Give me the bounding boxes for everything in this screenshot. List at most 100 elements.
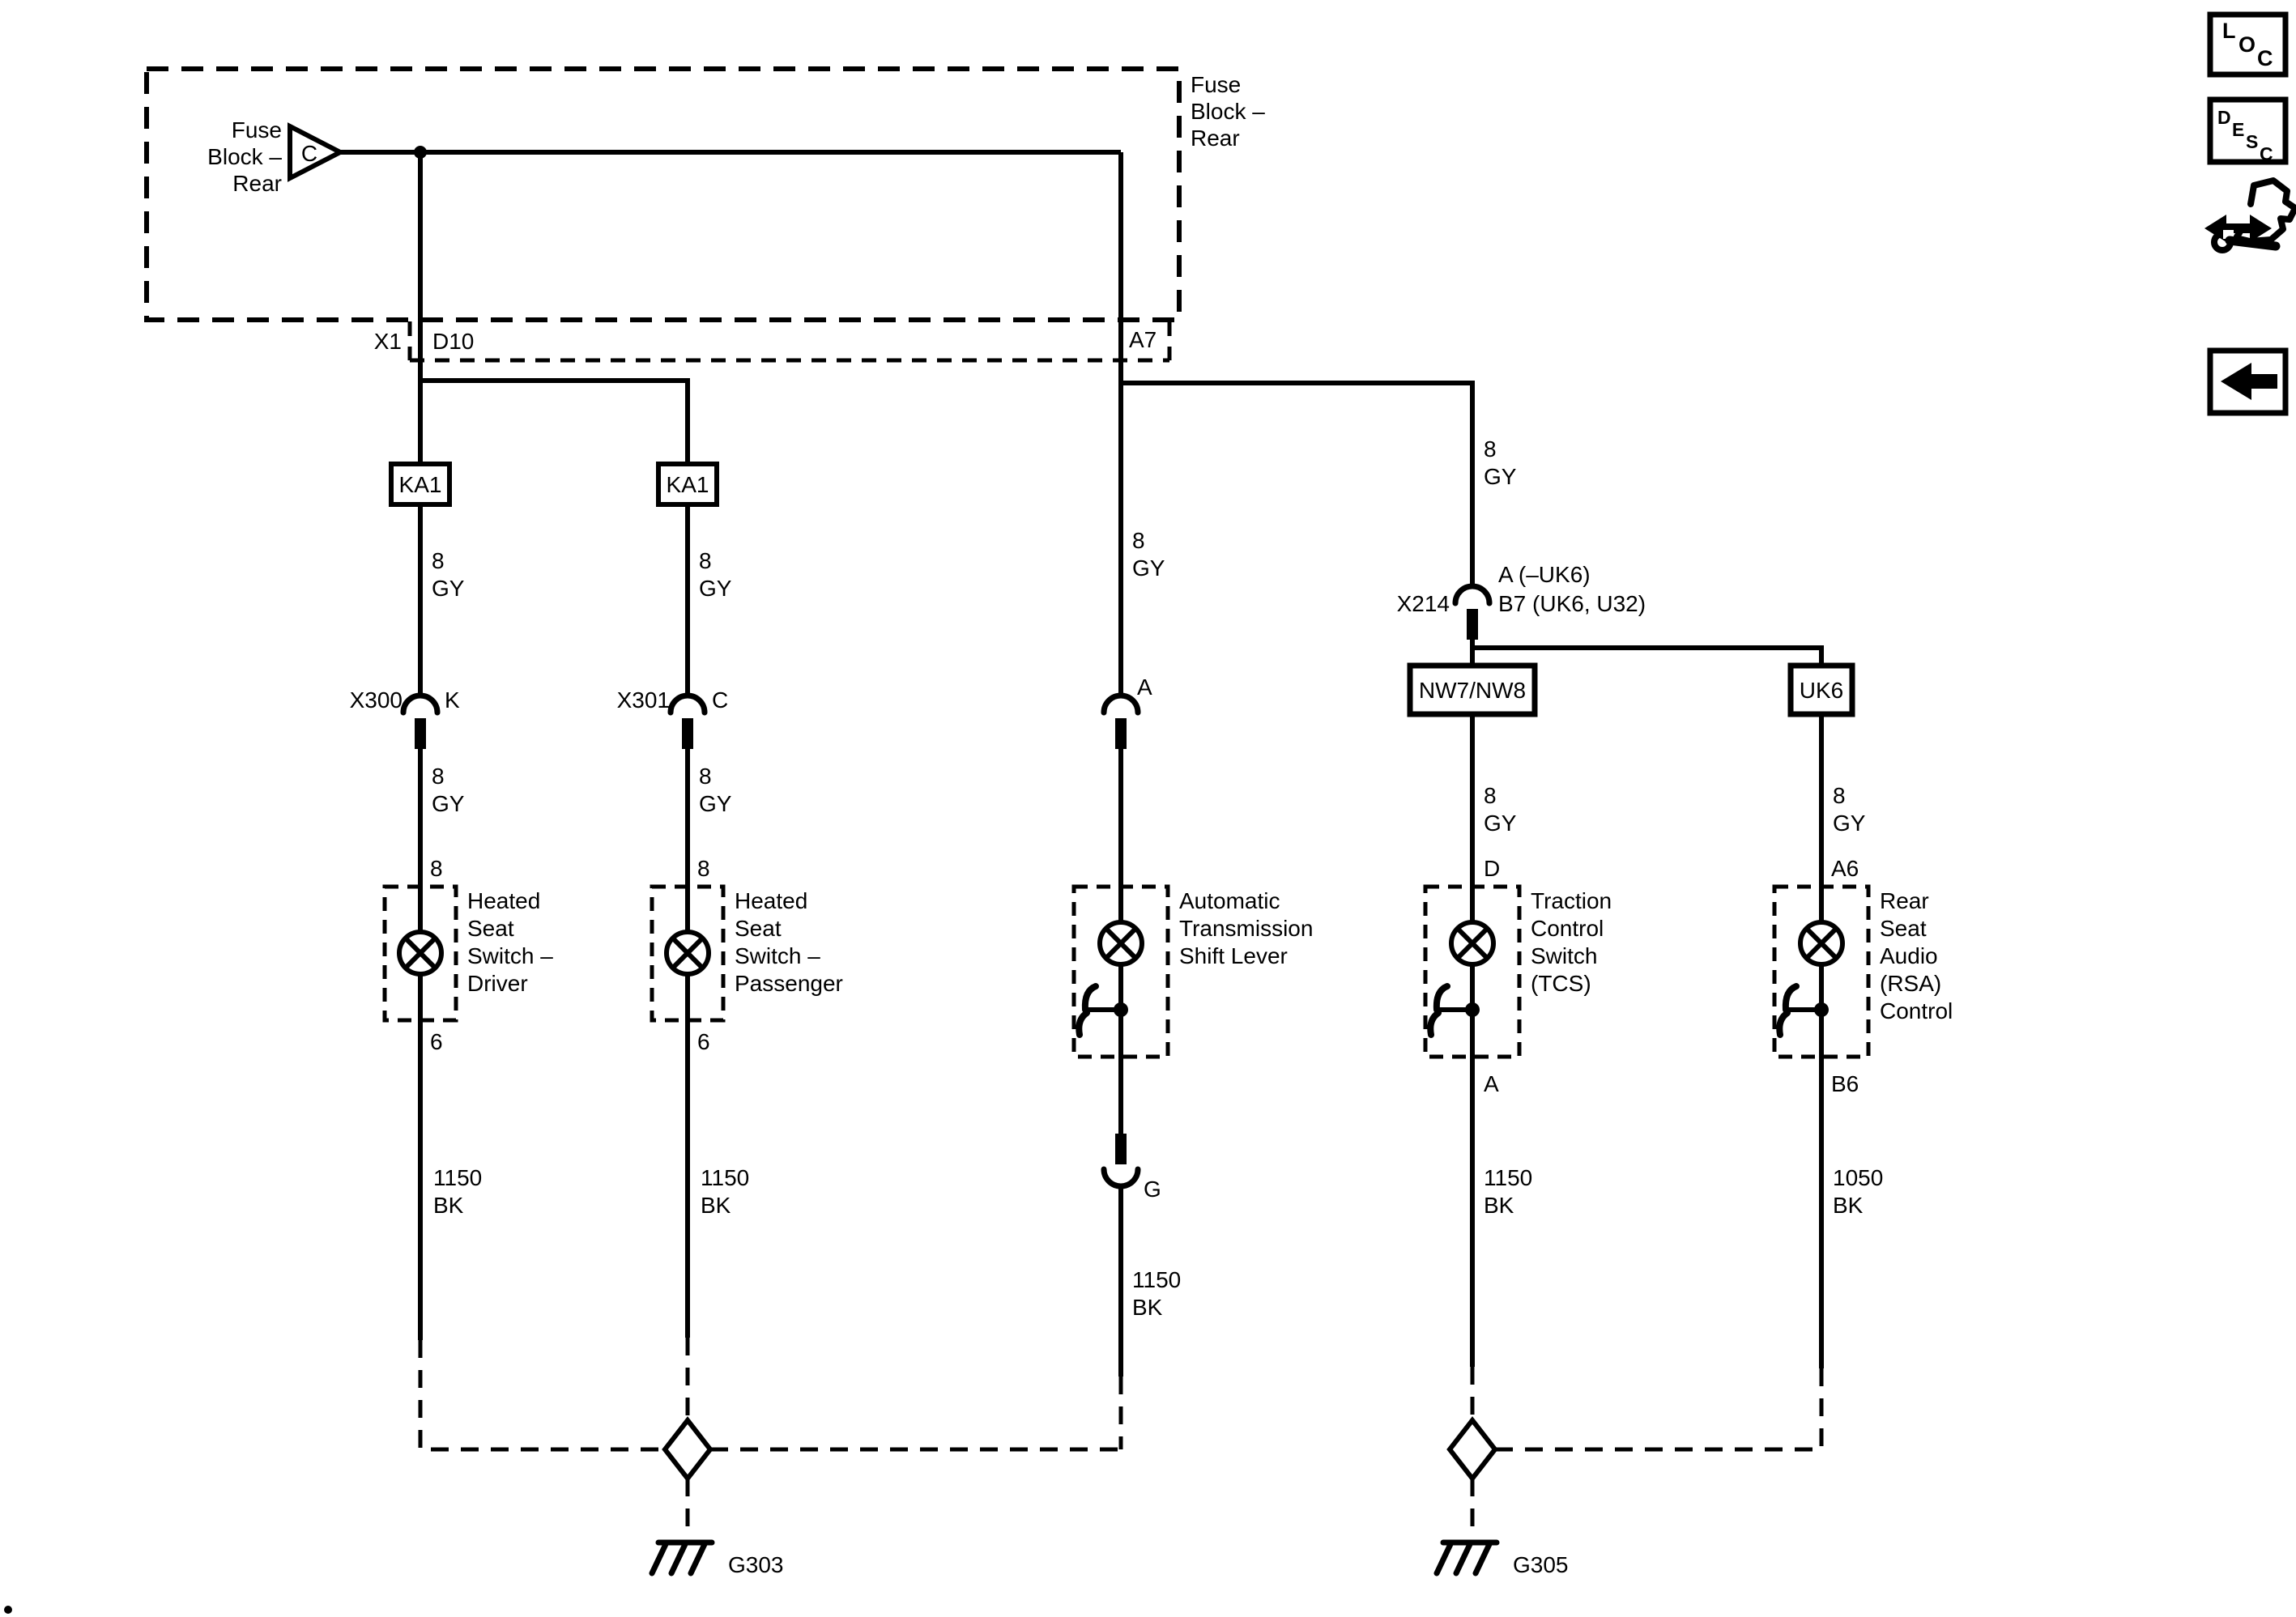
component-box-shift xyxy=(1071,884,1170,1059)
loc-button[interactable]: L O C xyxy=(2207,11,2289,78)
connector-x214-label: X214 xyxy=(1397,591,1450,616)
component-label: Driver xyxy=(467,971,528,996)
ground-bus-g303: G303 xyxy=(418,1338,1123,1577)
back-arrow-icon xyxy=(2221,363,2277,400)
wire-color-label: GY xyxy=(1484,811,1517,836)
inline-connector-stub xyxy=(1115,718,1127,749)
connector-pin-c-label: C xyxy=(712,687,728,713)
inline-connector-arc xyxy=(1101,692,1141,716)
option-box-nw7nw8 xyxy=(1407,662,1538,717)
pin-in-label: 8 xyxy=(430,856,443,881)
wire-color-label: GY xyxy=(1833,811,1866,836)
ground-g303-label: G303 xyxy=(728,1552,784,1577)
component-box-driver xyxy=(382,884,458,1023)
ground-symbol-icon xyxy=(649,1539,715,1577)
component-label: Passenger xyxy=(735,971,843,996)
wrench-jaw-gap xyxy=(2223,230,2234,239)
loc-button-label: C xyxy=(2257,46,2273,70)
wire-branch-uk6 xyxy=(1472,645,1824,666)
wire-color-label: BK xyxy=(1132,1295,1163,1320)
splice-diamond xyxy=(662,1416,714,1483)
fuse-block-right-label: Fuse xyxy=(1191,72,1241,97)
component-label: Seat xyxy=(735,916,782,941)
power-source-pin: C xyxy=(301,141,317,166)
x1-connector-strip: X1 D10 A7 xyxy=(374,321,1172,363)
ground-bus-g305: G305 xyxy=(1433,1367,1824,1577)
indicator-lamp-x xyxy=(403,936,437,970)
indicator-lamp-x xyxy=(671,936,705,970)
component-label: (RSA) xyxy=(1880,971,1941,996)
wire-gauge-label: 8 xyxy=(699,764,712,789)
fuse-ka1-box xyxy=(656,462,719,507)
double-arrow-right-head xyxy=(2250,215,2272,242)
desc-button-frame xyxy=(2207,96,2289,165)
switch-contact-upper xyxy=(1782,983,1800,1013)
inline-connector-arc xyxy=(400,692,441,716)
wire-gauge-label: 8 xyxy=(699,548,712,573)
wire-gauge-label: 8 xyxy=(1833,783,1846,808)
fuse-block-left-label: Rear xyxy=(232,171,282,196)
wire-color-label: GY xyxy=(432,791,465,816)
switch-contact-lower xyxy=(1427,1010,1442,1038)
wire-circuit-label: 1150 xyxy=(1132,1267,1181,1292)
component-label: Control xyxy=(1880,998,1953,1023)
inline-connector-stub xyxy=(415,718,426,749)
indicator-lamp-x xyxy=(1104,926,1138,960)
wire-color-label: BK xyxy=(1833,1193,1864,1218)
wire-gauge-label: 8 xyxy=(1484,436,1497,462)
circuit-heated-seat-driver: KA1 8 GY X300 K 8 GY 8 Heated Seat Switc… xyxy=(350,462,553,1340)
wire-color-label: BK xyxy=(1484,1193,1514,1218)
desc-button[interactable]: D E S C xyxy=(2207,96,2289,165)
power-feed-wires xyxy=(340,146,1475,696)
circuit-tcs: 8 GY X214 A (–UK6) B7 (UK6, U32) NW7/NW8… xyxy=(1397,436,1824,1367)
back-button[interactable] xyxy=(2207,347,2289,416)
wire-color-label: BK xyxy=(433,1193,464,1218)
fuse-block-rear: Fuse Block – Rear Fuse Block – Rear C xyxy=(144,66,1265,322)
page-artifact-dot xyxy=(4,1606,12,1614)
pin-out-label: 6 xyxy=(697,1029,710,1054)
pin-in-label: A6 xyxy=(1831,856,1859,881)
desc-button-label: S xyxy=(2246,131,2258,152)
wire-gauge-label: 8 xyxy=(1132,528,1145,553)
component-label: Heated xyxy=(735,888,807,913)
component-box-rsa xyxy=(1772,884,1871,1059)
service-navigation-icon[interactable] xyxy=(2204,177,2296,253)
component-label: Audio xyxy=(1880,943,1938,968)
component-label: (TCS) xyxy=(1531,971,1591,996)
wire-circuit-label: 1150 xyxy=(1484,1165,1532,1190)
wire-color-label: GY xyxy=(699,576,732,601)
inline-connector-stub xyxy=(682,718,693,749)
option-uk6-label: UK6 xyxy=(1800,678,1843,703)
circuit-shift-lever: 8 GY A Automatic Transmission Shift Leve… xyxy=(1071,528,1313,1377)
wire-branch-x214 xyxy=(1121,381,1475,586)
switch-contact-lower xyxy=(1076,1010,1090,1038)
wire-circuit-label: 1050 xyxy=(1833,1165,1883,1190)
switch-contact-lower xyxy=(1776,1010,1791,1038)
indicator-lamp-x xyxy=(1804,926,1838,960)
pin-in-label: 8 xyxy=(697,856,710,881)
component-label: Heated xyxy=(467,888,540,913)
loc-button-frame xyxy=(2207,11,2289,78)
inline-connector-arc xyxy=(667,692,708,716)
wire-gauge-label: 8 xyxy=(432,548,445,573)
wire-gauge-label: 8 xyxy=(432,764,445,789)
desc-button-label: D xyxy=(2217,107,2231,128)
ground-bus-dashed xyxy=(418,1340,665,1452)
connector-x300-label: X300 xyxy=(350,687,403,713)
component-box-passenger xyxy=(650,884,726,1023)
wrench-handle-icon xyxy=(2225,236,2281,251)
pin-out-label: A xyxy=(1484,1071,1499,1096)
connector-pin-a-label: A (–UK6) xyxy=(1498,562,1591,587)
desc-button-label: E xyxy=(2232,119,2244,140)
connector-pin-g-label: G xyxy=(1144,1177,1161,1202)
component-label: Automatic xyxy=(1179,888,1280,913)
pin-out-label: B6 xyxy=(1831,1071,1859,1096)
power-source-triangle xyxy=(288,122,346,182)
fuse-ka1-label: KA1 xyxy=(399,472,442,497)
fuse-ka1-label: KA1 xyxy=(667,472,709,497)
inline-connector-stub xyxy=(1467,609,1478,640)
loc-button-label: L xyxy=(2222,19,2236,43)
component-label: Traction xyxy=(1531,888,1612,913)
splice-diamond xyxy=(1446,1416,1498,1483)
